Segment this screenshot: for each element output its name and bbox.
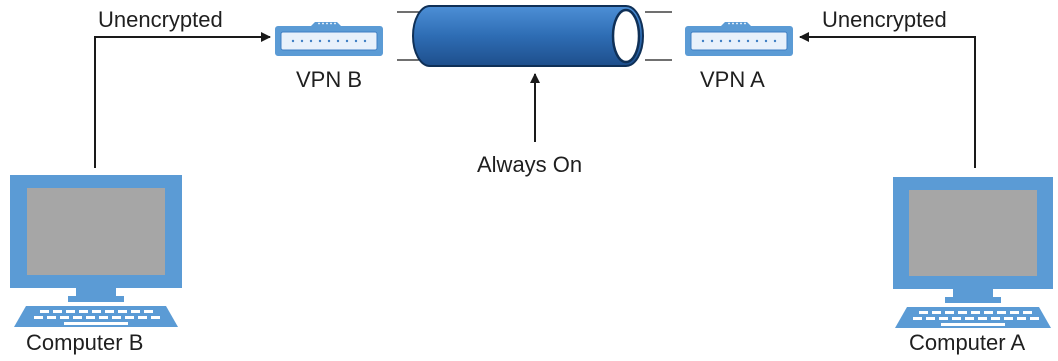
- computer-b-label: Computer B: [26, 330, 143, 355]
- vpn-a-device-icon[interactable]: [685, 22, 793, 56]
- unencrypted-label-right: Unencrypted: [822, 7, 947, 32]
- vpn-a-label: VPN A: [700, 67, 765, 92]
- vpn-tunnel-icon: [397, 5, 672, 67]
- connector-computer-b-to-vpn-b: [94, 32, 271, 168]
- computer-b-icon[interactable]: [10, 175, 182, 327]
- vpn-b-label: VPN B: [296, 67, 362, 92]
- computer-a-icon[interactable]: [893, 177, 1053, 328]
- always-on-label: Always On: [477, 152, 582, 177]
- unencrypted-label-left: Unencrypted: [98, 7, 223, 32]
- connector-computer-a-to-vpn-a: [799, 32, 976, 168]
- vpn-b-device-icon[interactable]: [275, 22, 383, 56]
- computer-a-label: Computer A: [909, 330, 1025, 355]
